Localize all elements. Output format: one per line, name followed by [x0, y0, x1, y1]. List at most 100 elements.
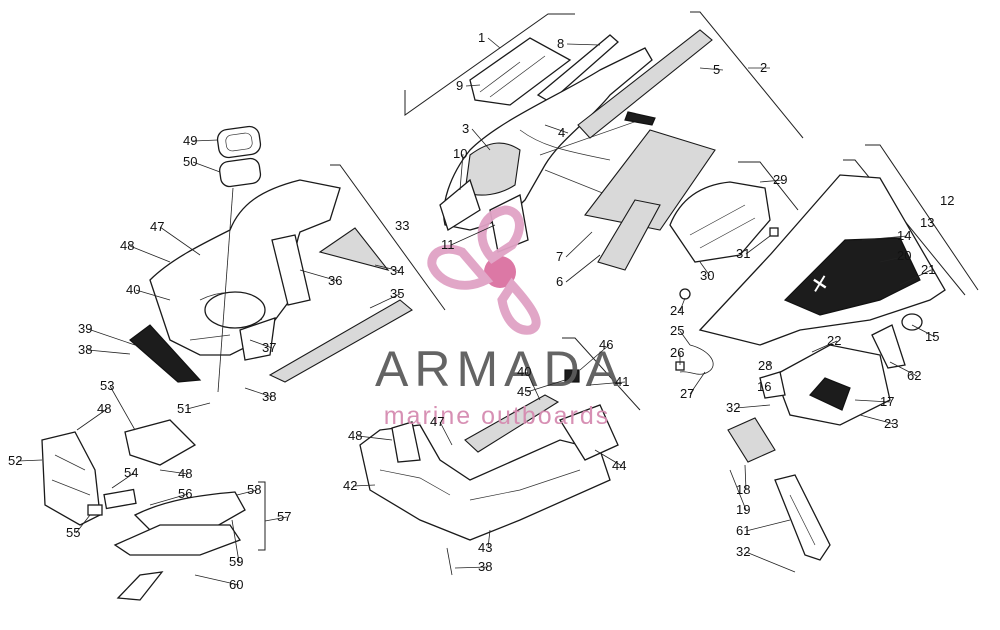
leader-c44 [594, 449, 623, 467]
part-40-channel [464, 394, 560, 453]
callout-c43: 43 [478, 540, 492, 555]
logo-propeller-hub [484, 256, 516, 288]
callout-c58: 58 [247, 482, 261, 497]
leader-c35 [369, 293, 401, 309]
leader-c30 [699, 261, 711, 277]
strap [624, 111, 656, 126]
callout-c26: 26 [670, 345, 684, 360]
leader-c25 [679, 330, 691, 346]
leader-c15 [911, 324, 936, 338]
leader-c7 [565, 231, 593, 258]
callout-c1: 1 [478, 30, 485, 45]
leader-c4 [544, 124, 569, 134]
callout-c27: 27 [680, 386, 694, 401]
side-panel-52 [41, 431, 103, 526]
part-44-wing [559, 404, 619, 461]
callout-c12: 12 [940, 193, 954, 208]
part-35-decal [268, 299, 413, 383]
callout-c38a: 38 [78, 342, 92, 357]
leader-c50 [192, 161, 221, 173]
leader-c31 [745, 235, 771, 255]
leader-c55 [75, 514, 91, 534]
group-brackets [258, 11, 979, 551]
leader-c58 [236, 489, 258, 496]
callout-c41: 41 [615, 374, 629, 389]
callout-c28: 28 [758, 358, 772, 373]
callout-c38b: 38 [262, 389, 276, 404]
part-34-decal [318, 227, 390, 271]
leader-c48c [159, 469, 189, 475]
callout-c33: 33 [395, 218, 409, 233]
callout-c31: 31 [736, 246, 750, 261]
leader-c34 [374, 264, 401, 272]
part-50-bezel [219, 157, 262, 188]
leader-c8 [566, 43, 601, 46]
leader-c48d [357, 435, 393, 441]
leader-c17 [854, 399, 891, 403]
callout-c6: 6 [556, 274, 563, 289]
callout-c44: 44 [612, 458, 626, 473]
callout-c57: 57 [277, 509, 291, 524]
bracket-46 [562, 337, 641, 411]
belly-pan [359, 369, 619, 576]
leader-c36 [299, 269, 339, 282]
callout-c15: 15 [925, 329, 939, 344]
callout-c48b: 48 [97, 401, 111, 416]
leader-c6 [565, 254, 601, 283]
part-6-foam [597, 199, 661, 271]
leader-c39 [87, 328, 136, 346]
leader-c22 [811, 340, 838, 353]
leader-c20 [879, 255, 908, 263]
leader-c38a [87, 349, 131, 355]
bracket-57 [258, 481, 266, 551]
callout-c40b: 40 [517, 364, 531, 379]
logo-propeller-blade-top [477, 205, 524, 264]
callout-c18: 18 [736, 482, 750, 497]
callout-c50: 50 [183, 154, 197, 169]
part-54-plate [103, 488, 137, 510]
leader-c27 [689, 371, 706, 395]
callout-c42: 42 [343, 478, 357, 493]
callout-c25: 25 [670, 323, 684, 338]
part-61-bumper [774, 474, 831, 561]
leader-c61 [745, 519, 791, 532]
part-17-decal [809, 377, 851, 411]
part-59-panel [113, 524, 241, 556]
callout-c21: 21 [921, 262, 935, 277]
part-12-tail-cowl [698, 174, 946, 346]
leader-c48a [129, 245, 171, 263]
leader-c47a [159, 226, 201, 256]
part-31-clip [769, 227, 779, 237]
part-9-pad [469, 37, 572, 106]
leader-c40b [526, 371, 541, 401]
leader-c57 [264, 516, 288, 522]
leader-c21 [899, 269, 932, 286]
bracket-2 [690, 11, 804, 139]
logo-propeller-blade-right [497, 277, 541, 335]
callout-c48c: 48 [178, 466, 192, 481]
callout-c56: 56 [178, 486, 192, 501]
leader-c59 [231, 519, 240, 563]
part-16-bracket [759, 371, 786, 399]
leader-c38c [454, 566, 489, 569]
part-58-panel [133, 491, 246, 531]
callout-c22: 22 [827, 333, 841, 348]
watermark-tagline: marine outboards [384, 402, 611, 430]
leader-c43 [487, 529, 491, 549]
leader-c48b [76, 408, 108, 431]
callout-c35: 35 [390, 286, 404, 301]
callout-c49: 49 [183, 133, 197, 148]
callout-c52: 52 [8, 453, 22, 468]
callout-c9: 9 [456, 78, 463, 93]
callout-c20: 20 [897, 248, 911, 263]
leader-c54 [111, 472, 135, 489]
part-55-clip [87, 504, 103, 516]
leader-c9 [465, 84, 481, 87]
part-14-decal [783, 237, 921, 316]
part-49-gasket [216, 125, 262, 159]
callout-c36: 36 [328, 273, 342, 288]
part-5-foam [577, 29, 713, 139]
callout-c32b: 32 [736, 544, 750, 559]
